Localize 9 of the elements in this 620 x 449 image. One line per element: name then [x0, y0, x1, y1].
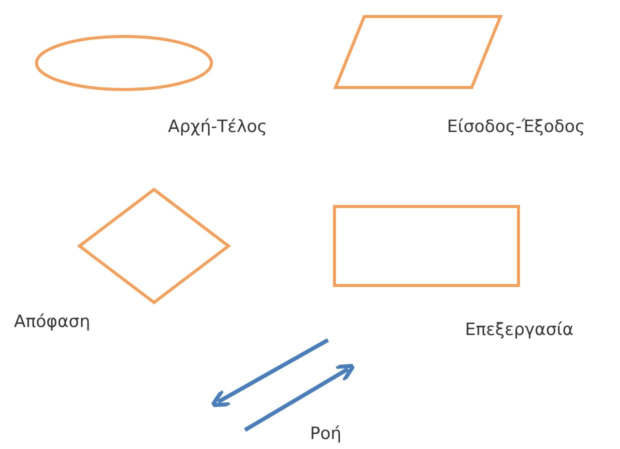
decision-diamond	[78, 188, 230, 304]
symbol-caption: Επεξεργασία	[465, 320, 574, 340]
symbol-caption: Αρχή-Τέλος	[168, 117, 268, 138]
process-rectangle	[333, 205, 520, 287]
symbol-caption: Απόφαση	[14, 312, 90, 332]
symbol-caption: Ροή	[310, 424, 342, 444]
symbol-caption: Είσοδος-Έξοδος	[447, 117, 585, 138]
terminal-ellipse	[35, 35, 213, 91]
input-output-parallelogram	[334, 15, 502, 89]
